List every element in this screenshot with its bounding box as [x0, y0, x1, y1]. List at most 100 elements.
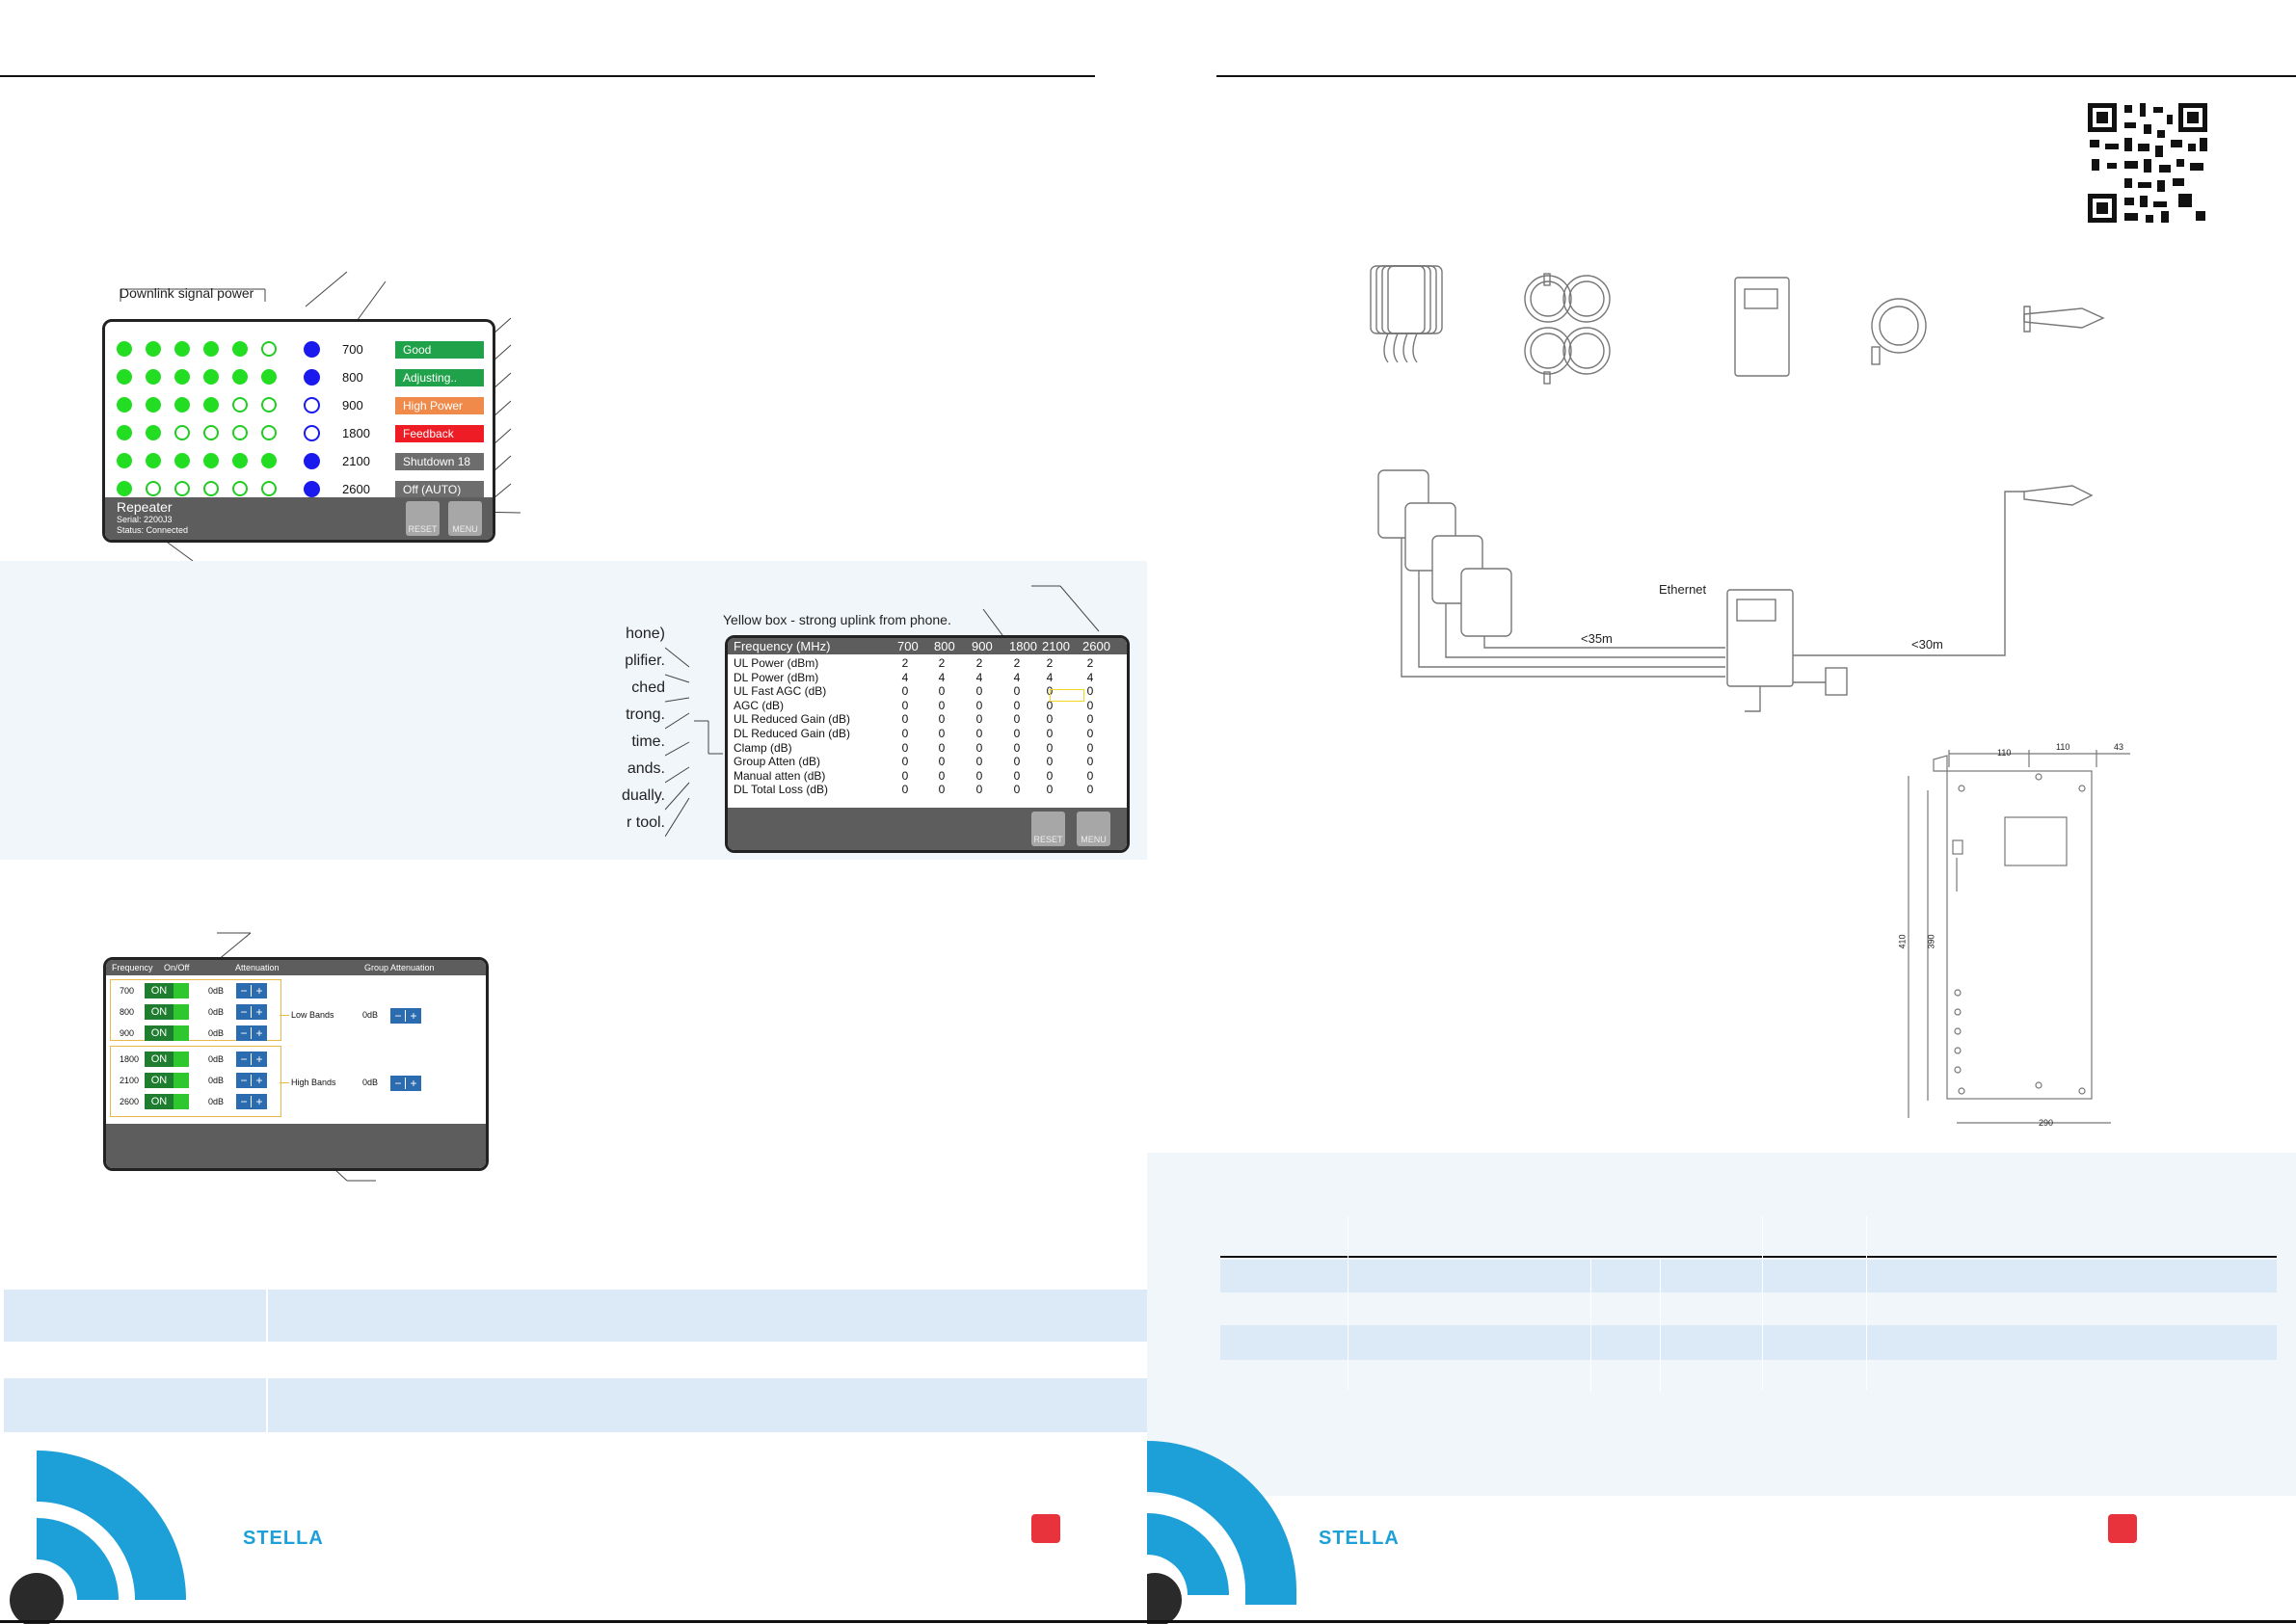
diagnostic-value: 0 — [901, 684, 909, 699]
plus-button[interactable]: + — [410, 1077, 417, 1090]
band-on-toggle[interactable]: ON — [145, 1004, 189, 1020]
minus-button[interactable]: − — [240, 1052, 248, 1066]
plus-button[interactable]: + — [255, 1005, 263, 1019]
band-frequency: 2600 — [342, 482, 370, 496]
diagnostic-value: 0 — [975, 783, 983, 797]
diagnostic-value: 0 — [1013, 712, 1021, 727]
cropped-description-text: ands. — [627, 760, 665, 777]
band-status-badge: Good — [395, 341, 484, 359]
signal-level-dot — [146, 397, 161, 413]
high-bands-stepper[interactable]: −+ — [390, 1076, 421, 1091]
signal-level-dot — [174, 341, 190, 357]
signal-level-dot — [146, 369, 161, 385]
minus-button[interactable]: − — [240, 984, 248, 998]
right-table-row-2 — [1220, 1325, 2277, 1360]
signal-level-dot — [261, 369, 277, 385]
plus-button[interactable]: + — [255, 984, 263, 998]
band-on-toggle[interactable]: ON — [145, 1073, 189, 1088]
low-bands-stepper[interactable]: −+ — [390, 1008, 421, 1024]
minus-button[interactable]: − — [394, 1077, 402, 1090]
diagnostic-value: 4 — [901, 670, 909, 684]
diagnostic-value: 0 — [938, 727, 946, 740]
left-table-row-1 — [4, 1290, 1147, 1342]
signal-level-dot — [203, 397, 219, 413]
plus-button[interactable]: + — [255, 1095, 263, 1108]
plus-button[interactable]: + — [410, 1009, 417, 1023]
diagnostic-value: 0 — [975, 768, 983, 783]
attenuation-stepper[interactable]: −+ — [236, 1094, 267, 1109]
signal-level-dot — [117, 453, 132, 468]
signal-level-dot — [232, 341, 248, 357]
signal-level-dot — [117, 425, 132, 440]
wifi-arc-graphic — [1147, 1441, 1296, 1624]
signal-level-dot — [261, 397, 277, 413]
signal-level-dot — [117, 341, 132, 357]
reset-button[interactable]: RESET — [1031, 812, 1065, 846]
band-status-badge: Off (AUTO) — [395, 481, 484, 498]
attenuation-stepper[interactable]: −+ — [236, 1004, 267, 1020]
installation-diagram — [1377, 469, 2094, 712]
dim-top3: 43 — [2114, 742, 2124, 752]
right-col-divider-2 — [1590, 1258, 1591, 1393]
diagnostic-row-label: DL Reduced Gain (dB) — [734, 727, 850, 740]
diagnostic-value: 0 — [1046, 698, 1054, 712]
diagnostic-value: 0 — [938, 712, 946, 727]
band-on-toggle[interactable]: ON — [145, 1052, 189, 1067]
diagnostic-value: 4 — [938, 670, 946, 684]
minus-button[interactable]: − — [240, 1026, 248, 1040]
signal-level-dot — [146, 341, 161, 357]
left-table-row-2 — [4, 1378, 1147, 1432]
menu-button[interactable]: MENU — [448, 501, 482, 536]
band-on-toggle[interactable]: ON — [145, 983, 189, 998]
signal-level-dot — [232, 481, 248, 496]
diagnostic-value: 0 — [1046, 727, 1054, 740]
cropped-description-text: trong. — [626, 706, 665, 723]
signal-level-dot — [117, 397, 132, 413]
band-frequency: 900 — [342, 398, 363, 413]
signal-level-dot — [203, 369, 219, 385]
dim-width: 290 — [2039, 1118, 2054, 1128]
attenuation-stepper[interactable]: −+ — [236, 1073, 267, 1088]
plus-button[interactable]: + — [255, 1074, 263, 1087]
attenuation-header: Frequency On/Off Attenuation Group Atten… — [106, 960, 486, 975]
diagnostic-value: 0 — [1013, 684, 1021, 699]
attenuation-value: 0dB — [208, 1097, 225, 1106]
high-bands-connector — [280, 1082, 289, 1083]
diagnostic-row-label: DL Total Loss (dB) — [734, 783, 829, 797]
diagnostics-footer: RESET MENU — [728, 808, 1127, 850]
diagnostic-value: 0 — [975, 740, 983, 755]
band-on-toggle[interactable]: ON — [145, 1094, 189, 1109]
dim-top2: 110 — [2056, 742, 2070, 752]
diagnostic-value: 0 — [1086, 712, 1094, 727]
attenuation-stepper[interactable]: −+ — [236, 983, 267, 998]
band-indicator-dot — [304, 425, 320, 441]
minus-button[interactable]: − — [240, 1005, 248, 1019]
plus-button[interactable]: + — [255, 1052, 263, 1066]
wifi-arc-graphic — [10, 1451, 186, 1624]
minus-button[interactable]: − — [394, 1009, 402, 1023]
band-frequency: 1800 — [342, 426, 370, 440]
serial-text: Serial: 2200J3 — [117, 515, 173, 524]
diagnostic-value: 2 — [975, 656, 983, 670]
diagnostic-value: 0 — [901, 698, 909, 712]
diagnostic-value: 0 — [938, 755, 946, 769]
signal-level-dot — [146, 425, 161, 440]
repeater-dimension-drawing — [1908, 750, 2130, 1124]
reset-button[interactable]: RESET — [406, 501, 440, 536]
device-name: Repeater — [117, 499, 173, 515]
diagnostic-value: 0 — [901, 783, 909, 797]
signal-level-dot — [174, 425, 190, 440]
attenuation-stepper[interactable]: −+ — [236, 1025, 267, 1041]
minus-button[interactable]: − — [240, 1095, 248, 1108]
menu-button[interactable]: MENU — [1077, 812, 1110, 846]
diagnostic-row-label: DL Power (dBm) — [734, 670, 819, 684]
diagnostic-value: 2 — [901, 656, 909, 670]
attenuation-stepper[interactable]: −+ — [236, 1052, 267, 1067]
attenuation-frequency: 900 — [120, 1028, 135, 1038]
plus-button[interactable]: + — [255, 1026, 263, 1040]
minus-button[interactable]: − — [240, 1074, 248, 1087]
band-on-toggle[interactable]: ON — [145, 1025, 189, 1041]
status-text: Status: Connected — [117, 525, 189, 535]
diagnostic-value: 0 — [938, 783, 946, 797]
right-top-rule — [1216, 75, 2296, 77]
